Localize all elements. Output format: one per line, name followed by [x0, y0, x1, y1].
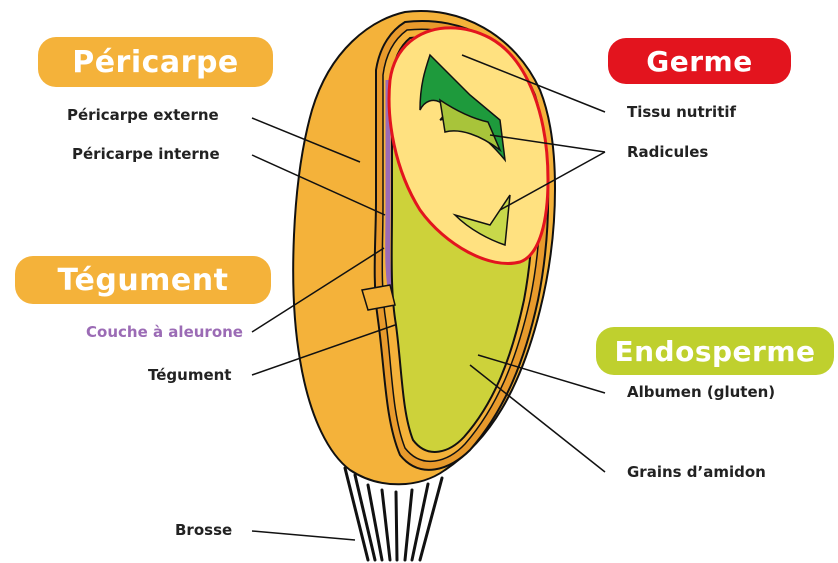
label-albumen: Albumen (gluten): [627, 383, 775, 401]
label-grains-amidon: Grains d’amidon: [627, 463, 766, 481]
label-pericarpe-interne: Péricarpe interne: [72, 145, 220, 163]
header-endosperme: Endosperme: [596, 327, 834, 375]
label-brosse: Brosse: [175, 521, 232, 539]
header-tegument: Tégument: [15, 256, 271, 304]
label-pericarpe-externe: Péricarpe externe: [67, 106, 219, 124]
label-tegument: Tégument: [148, 366, 231, 384]
header-germe: Germe: [608, 38, 791, 84]
seed-coat-notch: [362, 285, 395, 310]
header-pericarpe: Péricarpe: [38, 37, 273, 87]
label-couche-aleurone: Couche à aleurone: [86, 323, 243, 341]
label-radicules: Radicules: [627, 143, 708, 161]
label-tissu-nutritif: Tissu nutritif: [627, 103, 736, 121]
